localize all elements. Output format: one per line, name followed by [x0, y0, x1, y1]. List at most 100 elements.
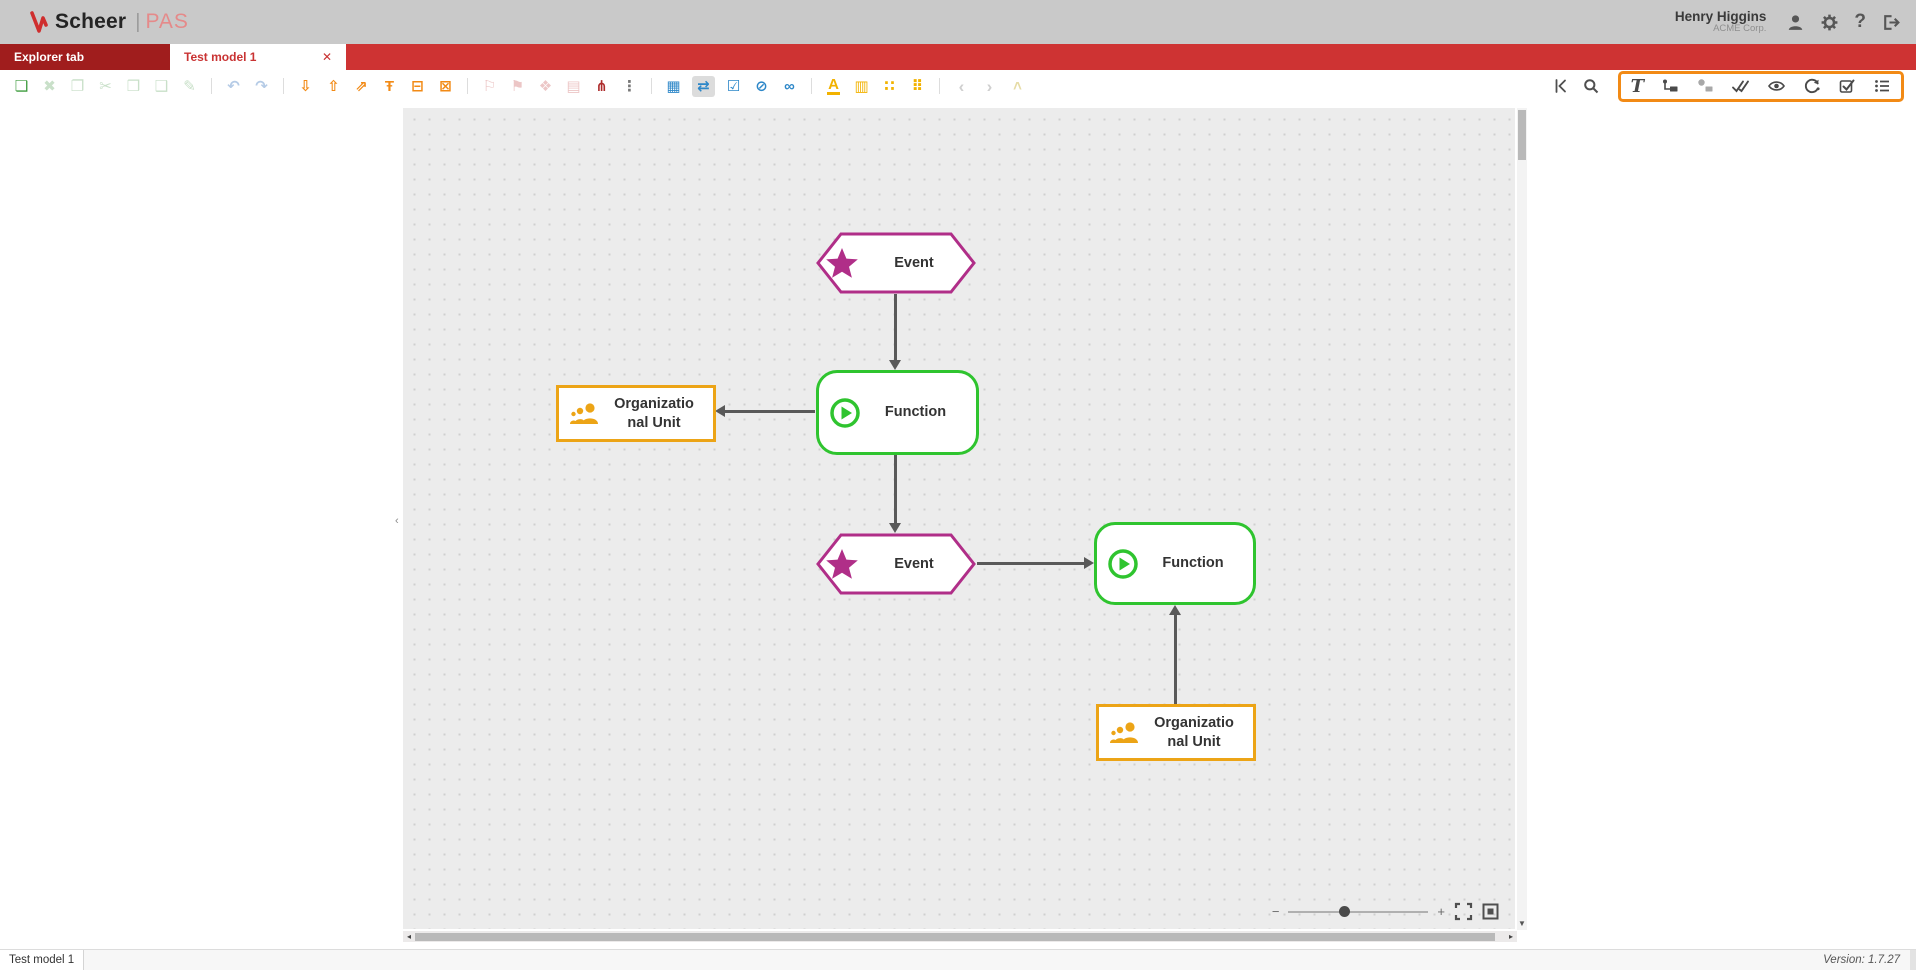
node-label: Function [871, 403, 976, 421]
paste-special-icon: ❑ [152, 79, 171, 94]
panel-handle-left-icon[interactable]: ‹ [395, 516, 399, 527]
grid-view-icon[interactable]: ▦ [664, 79, 683, 94]
node-label: Event [868, 254, 976, 272]
hide-attributes-icon[interactable]: ⊘ [752, 79, 771, 94]
search-icon[interactable] [1582, 77, 1600, 95]
user-company: ACME Corp. [1675, 24, 1767, 35]
new-model-icon[interactable]: ❏ [12, 79, 31, 94]
tab-explorer-label: Explorer tab [14, 50, 84, 64]
tab-bar: Explorer tab Test model 1 ✕ [0, 44, 1916, 70]
event-star-icon [816, 548, 868, 580]
toolbar-separator [939, 78, 940, 94]
resize-grip [1910, 950, 1916, 970]
node-label: Event [868, 555, 976, 573]
help-icon[interactable]: ? [1854, 11, 1866, 33]
dots-grid-small-icon[interactable]: ∷ [880, 79, 899, 94]
flag-filled-icon: ⚑ [508, 79, 527, 94]
zoom-in-icon[interactable]: + [1437, 904, 1445, 919]
user-name: Henry Higgins [1675, 9, 1767, 25]
node-event[interactable]: Event [816, 533, 976, 595]
scroll-down-icon[interactable]: ▼ [1517, 919, 1527, 928]
pin-icon[interactable]: Ŧ [380, 79, 399, 94]
font-color-icon[interactable]: A [824, 77, 843, 95]
open-external-icon[interactable]: ⇗ [352, 79, 371, 94]
node-function[interactable]: Function [1094, 522, 1256, 605]
tab-close-icon[interactable]: ✕ [322, 50, 332, 64]
report-icon[interactable]: ⊠ [436, 79, 455, 94]
image-icon[interactable]: ▥ [852, 79, 871, 94]
nav-forward-icon: › [980, 78, 999, 95]
refresh-icon[interactable] [1803, 77, 1821, 95]
hierarchy-icon[interactable]: ⋔ [592, 79, 611, 94]
status-model-name: Test model 1 [0, 950, 84, 970]
toggle-icon[interactable]: ∞ [780, 79, 799, 94]
fit-to-screen-icon[interactable] [1482, 903, 1499, 920]
connection-arrowhead [1084, 557, 1094, 569]
scroll-right-icon[interactable]: ▸ [1505, 932, 1517, 941]
tab-test-model[interactable]: Test model 1 ✕ [170, 44, 346, 70]
toolbar-separator [651, 78, 652, 94]
connector-alt-tool-icon[interactable] [1696, 77, 1714, 95]
event-star-icon [816, 247, 868, 279]
scroll-left-icon[interactable]: ◂ [403, 932, 415, 941]
double-check-icon[interactable] [1731, 77, 1750, 95]
user-profile-icon[interactable] [1786, 13, 1805, 32]
org-unit-people-icon [1099, 721, 1151, 745]
list-icon[interactable] [1873, 77, 1891, 95]
settings-gear-icon[interactable] [1820, 13, 1839, 32]
connection-line[interactable] [725, 410, 815, 413]
checkbox-icon[interactable]: ☑ [724, 79, 743, 94]
function-play-icon [819, 397, 871, 429]
zoom-out-icon[interactable]: − [1272, 904, 1280, 919]
zoom-slider-handle[interactable] [1339, 906, 1350, 917]
zoom-slider[interactable] [1288, 911, 1428, 913]
vertical-scrollbar-thumb[interactable] [1518, 110, 1526, 160]
fullscreen-icon[interactable] [1454, 902, 1473, 921]
node-org-unit[interactable]: Organizational Unit [556, 385, 716, 442]
toolbar-separator [467, 78, 468, 94]
more-options-icon[interactable]: ⋮ [620, 79, 639, 94]
horizontal-scrollbar[interactable]: ◂ ▸ [403, 931, 1517, 942]
model-toolbar: ❏ ✖ ❐ ✂ ❒ ❑ ✎ ↶ ↷ ⇩ ⇧ ⇗ Ŧ ⊟ ⊠ ⚐ ⚑ ❖ ▤ ⋔ … [0, 70, 1916, 102]
copy-icon: ❐ [68, 79, 87, 94]
align-collapse-icon[interactable]: ⇄ [692, 76, 715, 97]
connector-tool-icon[interactable] [1661, 77, 1679, 95]
export-pdf-icon[interactable]: ⇩ [296, 79, 315, 94]
connection-line[interactable] [1174, 614, 1177, 704]
brand-divider: | [135, 11, 140, 34]
text-tool-icon[interactable]: T [1631, 76, 1644, 97]
horizontal-scrollbar-thumb[interactable] [415, 933, 1495, 941]
node-org-unit[interactable]: Organizational Unit [1096, 704, 1256, 761]
node-event[interactable]: Event [816, 232, 976, 294]
node-label: Function [1149, 554, 1253, 572]
connection-arrowhead [889, 360, 901, 370]
nav-back-icon: ‹ [952, 78, 971, 95]
status-bar: Test model 1 Version: 1.7.27 [0, 949, 1916, 970]
eye-icon[interactable] [1767, 77, 1786, 95]
undo-icon: ↶ [224, 79, 243, 94]
connection-line[interactable] [894, 294, 897, 360]
model-canvas[interactable]: Event Function Organizational Unit Event [403, 108, 1515, 929]
org-unit-people-icon [559, 402, 611, 426]
layout-icon: ▤ [564, 79, 583, 94]
node-label: Organizational Unit [1151, 714, 1253, 750]
flag-icon: ⚐ [480, 79, 499, 94]
vertical-scrollbar[interactable]: ▼ [1517, 108, 1527, 930]
tab-explorer[interactable]: Explorer tab [0, 44, 170, 70]
node-function[interactable]: Function [816, 370, 979, 455]
connection-line[interactable] [977, 562, 1084, 565]
user-info: Henry Higgins ACME Corp. [1675, 9, 1767, 35]
connection-line[interactable] [894, 455, 897, 523]
cut-icon: ✂ [96, 79, 115, 94]
dots-grid-large-icon[interactable]: ⠿ [908, 79, 927, 94]
nav-up-icon: ˄ [1008, 79, 1027, 94]
logout-icon[interactable] [1881, 13, 1900, 32]
validate-icon[interactable] [1838, 77, 1856, 95]
redo-icon: ↷ [252, 79, 271, 94]
print-icon[interactable]: ⊟ [408, 79, 427, 94]
import-icon[interactable]: ⇧ [324, 79, 343, 94]
delete-icon: ✖ [40, 79, 59, 94]
brand-name: Scheer [55, 10, 126, 34]
group-icon: ❖ [536, 79, 555, 94]
collapse-panel-icon[interactable] [1552, 77, 1570, 95]
